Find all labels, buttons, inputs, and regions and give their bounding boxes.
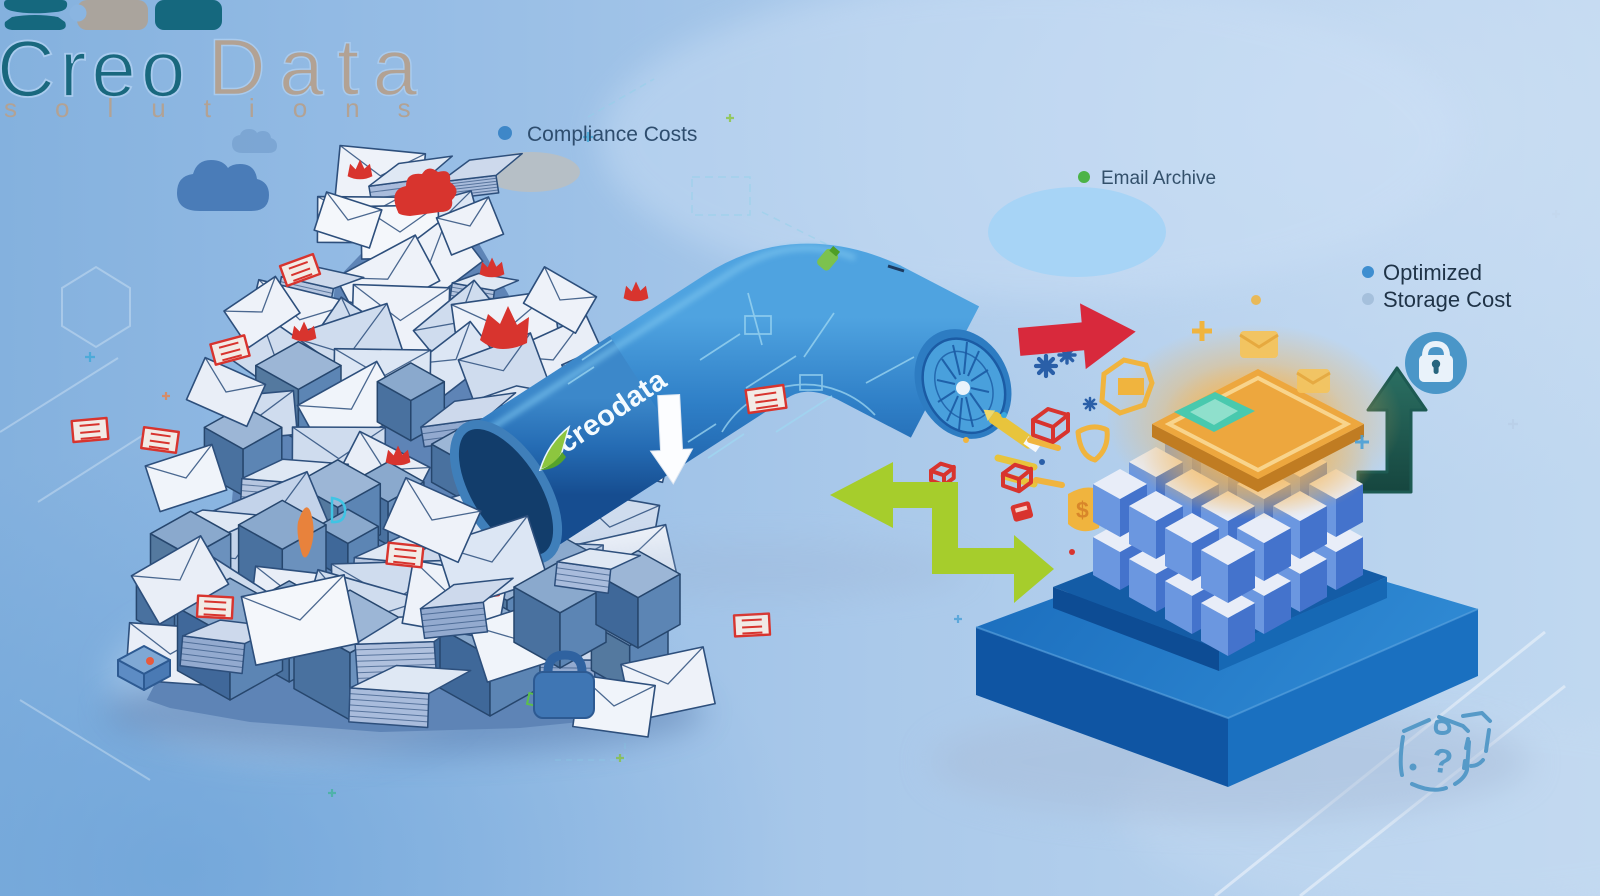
svg-text:Creo: Creo: [0, 24, 190, 113]
svg-text:Compliance Costs: Compliance Costs: [527, 123, 697, 146]
svg-text:Email Archive: Email Archive: [1101, 168, 1216, 189]
svg-text:solutions: solutions: [4, 93, 449, 123]
svg-text:Storage Cost: Storage Cost: [1383, 287, 1511, 312]
svg-text:$: $: [1076, 497, 1089, 523]
svg-text:Data: Data: [208, 23, 431, 112]
svg-text:Optimized: Optimized: [1383, 260, 1482, 285]
